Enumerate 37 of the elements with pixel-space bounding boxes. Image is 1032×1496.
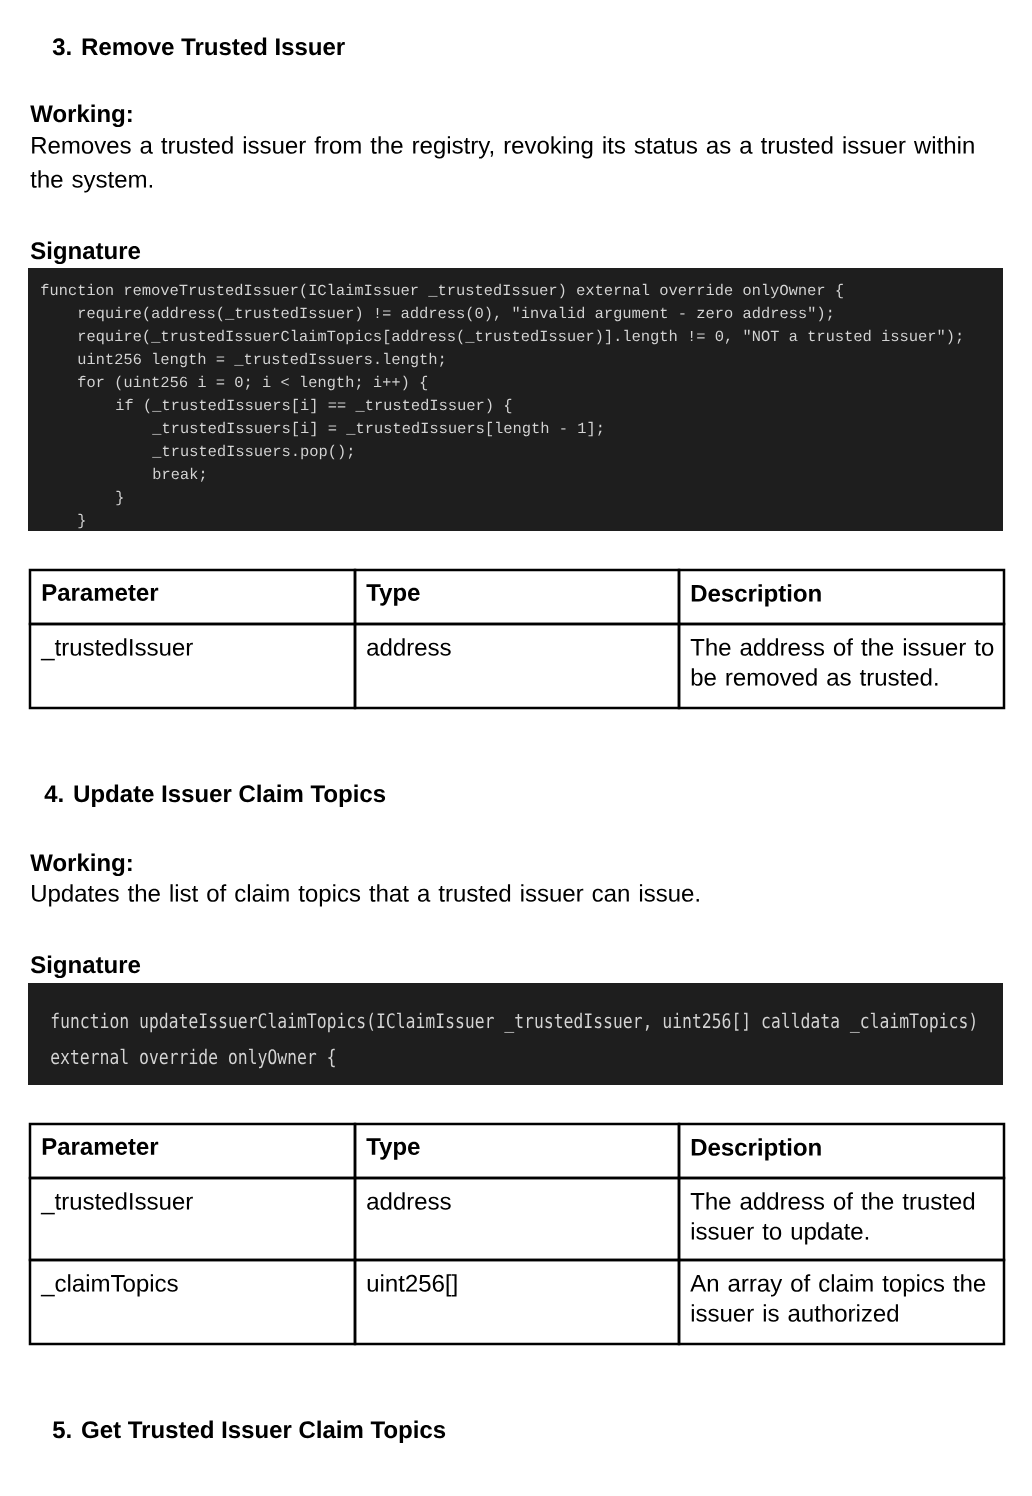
table-cell: _trustedIssuer <box>28 622 357 710</box>
paragraph: Removes a trusted issuer from the registry, revoking its status as a trusted issuer within the system. <box>30 136 974 193</box>
heading: Signature <box>30 955 141 979</box>
table-cell: uint256[] <box>353 1258 681 1346</box>
heading: Working: <box>30 853 132 877</box>
table-cell: _trustedIssuer <box>28 1176 357 1262</box>
table-cell: Parameter <box>28 1122 357 1180</box>
table-cell: Description <box>677 568 1006 626</box>
table-cell: Type <box>353 568 681 626</box>
code-line: _trustedIssuers.pop(); <box>152 444 353 460</box>
code-line: external override onlyOwner { <box>51 1048 335 1069</box>
code-line: require(_trustedIssuerClaimTopics[address(_trustedIssuer)].length != 0, "NOT a trusted issuer"); <box>79 329 961 345</box>
code-line: function removeTrustedIssuer(IClaimIssuer _trustedIssuer) external override onlyOwner { <box>41 283 843 299</box>
code-line: if (_trustedIssuers[i] == _trustedIssuer) { <box>116 398 512 414</box>
code-line: function updateIssuerClaimTopics(IClaimIssuer _trustedIssuer, uint256[] calldata _claimTopics) <box>51 1012 975 1033</box>
heading: 5. Get Trusted Issuer Claim Topics <box>52 1420 446 1443</box>
table-cell: Parameter <box>28 568 357 626</box>
heading: Signature <box>30 241 141 265</box>
table-cell: Description <box>677 1122 1006 1180</box>
code-line: _trustedIssuers[i] = _trustedIssuers[length - 1]; <box>152 421 602 437</box>
table-cell: address <box>353 1176 681 1262</box>
heading: 4. Update Issuer Claim Topics <box>44 784 386 807</box>
table-cell: An array of claim topics the issuer is authorized <box>677 1258 1006 1346</box>
code-line: } <box>78 513 85 529</box>
code-line: require(address(_trustedIssuer) != address(0), "invalid argument - zero address"); <box>79 306 832 322</box>
code-line: break; <box>153 467 205 482</box>
table-cell: Type <box>353 1122 681 1180</box>
table-cell: _claimTopics <box>28 1258 357 1346</box>
paragraph: Updates the list of claim topics that a trusted issuer can issue. <box>32 884 699 907</box>
heading: Working: <box>30 104 132 128</box>
table-cell: The address of the trusted issuer to update. <box>677 1176 1006 1262</box>
table-cell: address <box>353 622 681 710</box>
code-line: for (uint256 i = 0; i < length; i++) { <box>78 375 428 391</box>
code-line: uint256 length = _trustedIssuers.length; <box>78 352 444 368</box>
table-cell: The address of the issuer to be removed as trusted. <box>677 622 1006 710</box>
heading: 3. Remove Trusted Issuer <box>52 37 345 56</box>
code-line: } <box>116 490 123 506</box>
